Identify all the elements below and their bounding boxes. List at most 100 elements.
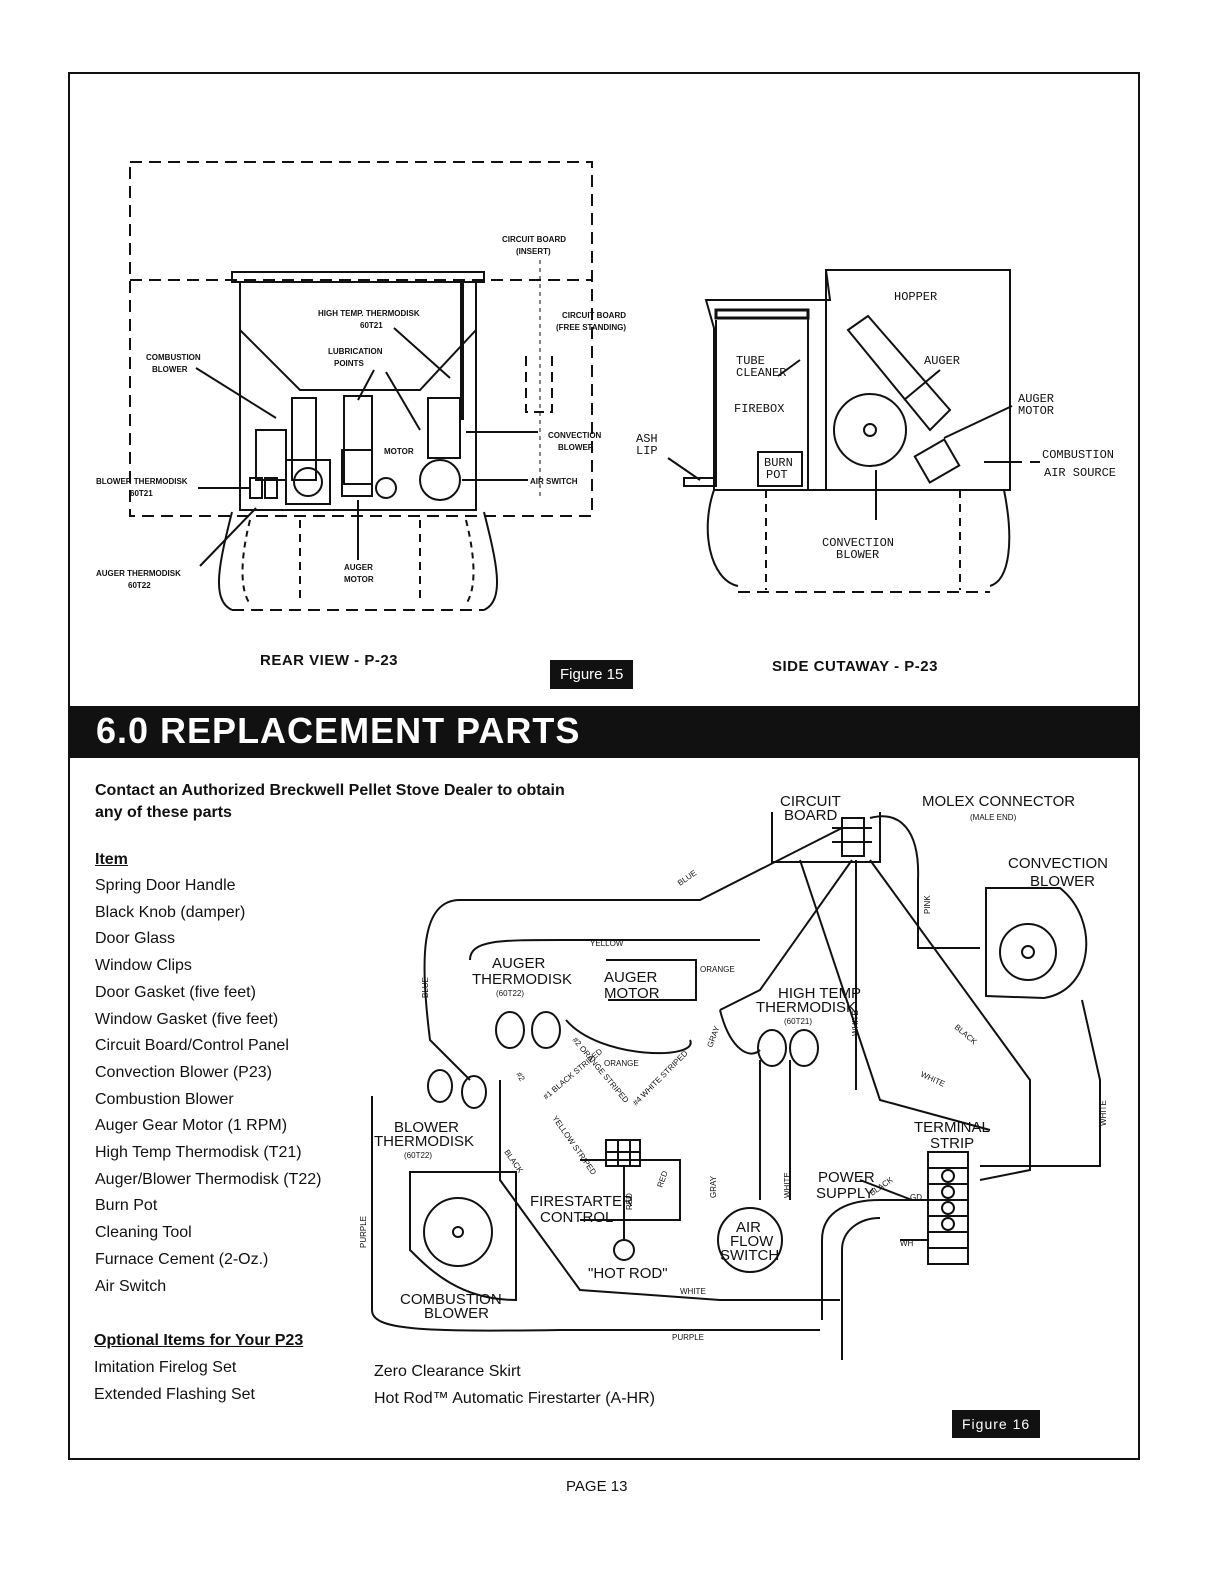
label-hopper: HOPPER xyxy=(894,290,937,304)
figure15-tag: Figure 15 xyxy=(550,660,634,689)
f16-air-flow: AIR xyxy=(736,1219,761,1236)
label-auger-thermodisk-sub: 60T22 xyxy=(128,581,151,590)
rear-view-diagram xyxy=(129,161,593,611)
label-motor: MOTOR xyxy=(384,447,414,456)
part-item: Auger/Blower Thermodisk (T22) xyxy=(95,1170,322,1188)
f16-molex-sub: (MALE END) xyxy=(970,813,1017,822)
wiring-diagram xyxy=(371,812,1101,1360)
wire-red-2: RED xyxy=(655,1170,669,1189)
f16-firestarter-sub: CONTROL xyxy=(540,1209,613,1226)
f16-auger-motor-sub: MOTOR xyxy=(604,985,660,1002)
wire-blue-left: BLUE xyxy=(421,977,430,998)
label-circuit-board-insert: CIRCUIT BOARD xyxy=(502,235,566,244)
f16-combustion: COMBUSTION xyxy=(400,1291,502,1308)
f16-air-flow-2: FLOW xyxy=(730,1233,774,1250)
wire-purple-bottom: PURPLE xyxy=(672,1333,704,1342)
parts-list: Contact an Authorized Breckwell Pellet S… xyxy=(95,780,595,1300)
page-border xyxy=(68,72,1140,1460)
wire-white-bottom: WHITE xyxy=(680,1287,706,1296)
label-combustion-air-sub: AIR SOURCE xyxy=(1044,466,1116,480)
section-header: 6.0 REPLACEMENT PARTS xyxy=(70,706,1138,758)
part-item: Convection Blower (P23) xyxy=(95,1063,272,1081)
part-item: Spring Door Handle xyxy=(95,877,236,894)
item-heading: Item xyxy=(95,851,128,868)
label-circuit-board-free-sub: (FREE STANDING) xyxy=(556,323,626,332)
label-side-convection: CONVECTION xyxy=(822,536,894,550)
optional-heading: Optional Items for Your P23 xyxy=(94,1332,304,1349)
label-circuit-board-free: CIRCUIT BOARD xyxy=(562,311,626,320)
wire-red-1: RED xyxy=(625,1193,634,1210)
label-side-convection-sub: BLOWER xyxy=(836,548,879,562)
part-item: Cleaning Tool xyxy=(95,1224,192,1242)
part-item: Window Clips xyxy=(95,957,192,975)
f16-auger-thermo-sub: THERMODISK xyxy=(472,971,572,988)
f16-auger-thermo-code: (60T22) xyxy=(496,989,524,998)
f16-auger-motor: AUGER xyxy=(604,969,658,986)
part-item: Door Glass xyxy=(95,930,176,948)
wire-white-right: WHITE xyxy=(1099,1100,1108,1126)
part-item: Furnace Cement (2-Oz.) xyxy=(95,1250,269,1268)
part-item: Combustion Blower xyxy=(95,1090,234,1108)
f16-power-sub: SUPPLY xyxy=(816,1185,874,1202)
f16-high-temp: HIGH TEMP xyxy=(778,985,861,1002)
part-item: Circuit Board/Control Panel xyxy=(95,1037,289,1055)
page-number: PAGE 13 xyxy=(566,1478,628,1495)
label-burn-pot: BURN xyxy=(764,456,793,470)
wire-black-left: BLACK xyxy=(502,1148,525,1175)
optional-item: Zero Clearance Skirt xyxy=(374,1363,521,1380)
wire-wh: WH xyxy=(900,1239,914,1248)
optional-item: Hot Rod™ Automatic Firestarter (A-HR) xyxy=(374,1390,655,1407)
f16-circuit-board-sub: BOARD xyxy=(784,807,838,824)
wire-stripe-2: #1 BLACK STRIPED xyxy=(542,1047,605,1102)
part-item: Door Gasket (five feet) xyxy=(95,983,256,1001)
label-high-temp-sub: 60T21 xyxy=(360,321,383,330)
wire-orange-top: ORANGE xyxy=(700,965,735,974)
label-tube-cleaner: TUBE xyxy=(736,354,765,368)
label-air-switch: AIR SWITCH xyxy=(530,477,578,486)
label-auger-motor: AUGER xyxy=(344,563,373,572)
wire-blue-top: BLUE xyxy=(676,868,698,887)
label-auger-thermodisk: AUGER THERMODISK xyxy=(96,569,181,578)
rear-view-caption: REAR VIEW - P-23 xyxy=(260,652,399,669)
section-title: 6.0 REPLACEMENT PARTS xyxy=(96,710,581,751)
f16-convection: CONVECTION xyxy=(1008,855,1108,872)
label-blower-thermodisk: BLOWER THERMODISK xyxy=(96,477,188,486)
side-cutaway-caption: SIDE CUTAWAY - P-23 xyxy=(772,658,938,675)
label-combustion-blower-sub: BLOWER xyxy=(152,365,188,374)
wire-white-center: WHITE xyxy=(851,1010,860,1036)
label-combustion-air: COMBUSTION xyxy=(1042,448,1114,462)
label-tube-cleaner-sub: CLEANER xyxy=(736,366,786,380)
f16-terminal: TERMINAL xyxy=(914,1119,990,1136)
figure16-tag: Figure 16 xyxy=(952,1410,1041,1438)
label-circuit-board-insert-sub: (INSERT) xyxy=(516,247,551,256)
label-ash-lip: ASH xyxy=(636,432,658,446)
part-item: Window Gasket (five feet) xyxy=(95,1010,279,1028)
f16-convection-sub: BLOWER xyxy=(1030,873,1095,890)
optional-items: Optional Items for Your P23 Imitation Fi… xyxy=(94,1328,303,1408)
wire-stripe-5: #2 xyxy=(514,1071,527,1084)
label-ash-lip-sub: LIP xyxy=(636,444,658,458)
side-cutaway-diagram xyxy=(667,269,1040,593)
wire-stripe-4: YELLOW STRIPED xyxy=(550,1114,598,1177)
wire-gd: GD xyxy=(910,1193,922,1202)
f16-firestarter: FIRESTARTER xyxy=(530,1193,633,1210)
label-blower-thermodisk-sub: 60T21 xyxy=(130,489,153,498)
wire-gray-top: GRAY xyxy=(705,1024,721,1048)
label-side-auger-motor-sub: MOTOR xyxy=(1018,404,1054,418)
f16-combustion-sub: BLOWER xyxy=(424,1305,489,1322)
wire-orange-bottom: ORANGE xyxy=(604,1059,639,1068)
f16-high-temp-sub: THERMODISK xyxy=(756,999,856,1016)
label-combustion-blower: COMBUSTION xyxy=(146,353,201,362)
wire-gray-bottom: GRAY xyxy=(709,1175,718,1198)
wire-stripe-3: #4 WHITE STRIPED xyxy=(631,1049,690,1108)
part-item: Burn Pot xyxy=(95,1197,158,1215)
f16-power: POWER xyxy=(818,1169,875,1186)
wire-purple-left: PURPLE xyxy=(359,1216,368,1248)
